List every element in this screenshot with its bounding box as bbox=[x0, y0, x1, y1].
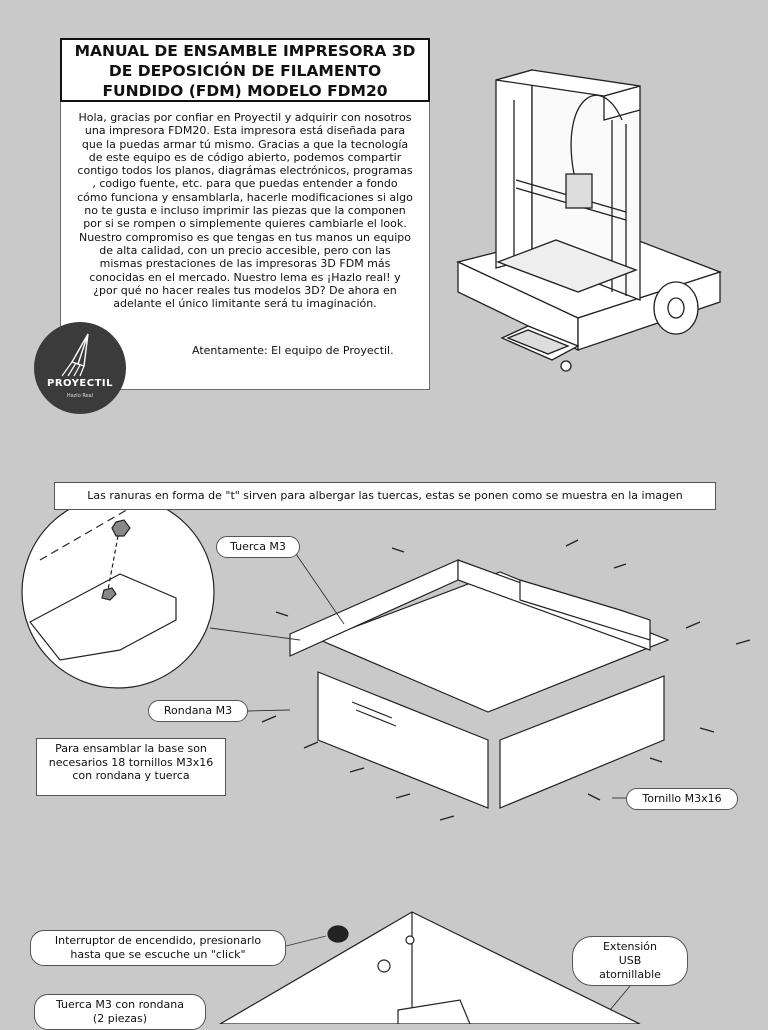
interruptor-line: Interruptor de encendido, presionarlo bbox=[54, 934, 262, 947]
intro-line: ¿por qué no hacer reales tus modelos 3D?… bbox=[93, 283, 397, 297]
title-line-2: DE DEPOSICIÓN DE FILAMENTO bbox=[108, 62, 382, 80]
tuerca-rondana-line: (2 piezas) bbox=[92, 1012, 148, 1025]
intro-line: cómo funciona y ensamblarla, hacerle mod… bbox=[77, 190, 413, 204]
slot-note: Las ranuras en forma de "t" sirven para … bbox=[54, 482, 716, 510]
nut-detail-zoom bbox=[21, 495, 215, 689]
base-note-line: con rondana y tuerca bbox=[72, 769, 190, 782]
printer-illustration bbox=[456, 69, 722, 372]
title-line-3: FUNDIDO (FDM) MODELO FDM20 bbox=[102, 82, 388, 100]
base-assembly-note: Para ensamblar la base son necesarios 18… bbox=[36, 738, 226, 796]
label-tornillo-m3x16: Tornillo M3x16 bbox=[626, 788, 738, 810]
rocket-logo-icon bbox=[61, 333, 89, 377]
intro-line: Hola, gracias por confiar en Proyectil y… bbox=[78, 111, 412, 124]
intro-line: conocidas en el mercado. Nuestro lema es… bbox=[89, 270, 401, 284]
logo-brand: PROYECTIL bbox=[47, 378, 113, 389]
intro-line: adelante el único limitante será tu imag… bbox=[113, 297, 377, 311]
intro-line: una impresora FDM20. Esta impresora está… bbox=[84, 124, 406, 138]
intro-text-box: Hola, gracias por confiar en Proyectil y… bbox=[60, 102, 430, 390]
logo-slogan: Hazlo Real bbox=[66, 393, 94, 399]
power-assembly-illustration bbox=[218, 911, 641, 1024]
base-assembly-illustration bbox=[289, 559, 670, 809]
intro-line: de alta calidad, con un precio accesible… bbox=[99, 243, 391, 257]
base-note-line: necesarios 18 tornillos M3x16 bbox=[48, 755, 214, 769]
interruptor-line: hasta que se escuche un "click" bbox=[70, 948, 246, 961]
signature: Atentamente: El equipo de Proyectil. bbox=[192, 344, 394, 357]
intro-line: , codigo fuente, etc. para que puedas en… bbox=[92, 177, 398, 191]
usb-line: USB bbox=[618, 954, 642, 967]
base-note-line: Para ensamblar la base son bbox=[55, 742, 207, 755]
label-rondana-m3: Rondana M3 bbox=[148, 700, 248, 722]
intro-line: de este equipo es de código abierto, pod… bbox=[88, 150, 402, 164]
label-usb-extension: Extensión USB atornillable bbox=[572, 936, 688, 986]
label-tuerca-m3: Tuerca M3 bbox=[216, 536, 300, 558]
intro-line: contigo todos los planos, diagrámas elec… bbox=[77, 164, 413, 178]
proyectil-logo: PROYECTIL Hazlo Real bbox=[34, 322, 126, 414]
usb-line: Extensión bbox=[602, 940, 657, 953]
intro-line: que la puedas armar tú mismo. Gracias a … bbox=[81, 137, 409, 151]
intro-line: Nuestro compromiso es que tengas en tus … bbox=[78, 230, 411, 244]
screw-marks bbox=[261, 539, 751, 821]
tuerca-rondana-line: Tuerca M3 con rondana bbox=[55, 998, 184, 1011]
manual-title: MANUAL DE ENSAMBLE IMPRESORA 3D DE DEPOS… bbox=[60, 38, 430, 102]
intro-line: mismas prestaciones de las impresoras 3D… bbox=[99, 257, 391, 271]
intro-line: por si se rompen o simplemente quieres c… bbox=[83, 217, 407, 231]
label-tuerca-rondana: Tuerca M3 con rondana (2 piezas) bbox=[34, 994, 206, 1030]
intro-line: no te gusta e incluso imprimir las pieza… bbox=[84, 204, 406, 218]
title-line-1: MANUAL DE ENSAMBLE IMPRESORA 3D bbox=[74, 42, 416, 60]
usb-line: atornillable bbox=[599, 968, 661, 981]
label-interruptor: Interruptor de encendido, presionarlo ha… bbox=[30, 930, 286, 966]
